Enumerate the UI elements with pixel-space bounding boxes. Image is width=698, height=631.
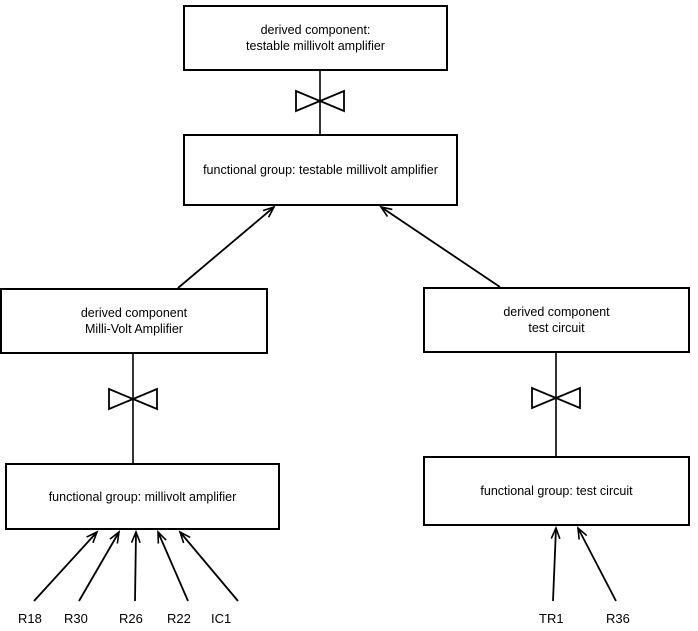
arrow-arrow-r30 (78, 532, 119, 602)
arrow-arrow-r22 (158, 532, 189, 602)
arrow-arrow-ic1 (180, 532, 239, 602)
node-box-derived-test-circuit[interactable]: derived component test circuit (423, 287, 690, 353)
node-label-fg-millivolt-amplifier: functional group: millivolt amplifier (48, 489, 237, 504)
arrow-arrow-r36 (578, 528, 617, 602)
node-box-derived-testable-millivolt-amplifier[interactable]: derived component: testable millivolt am… (183, 5, 448, 71)
leaf-label-leaf-ic1: IC1 (211, 611, 232, 626)
leaf-label-leaf-r18: R18 (18, 611, 42, 626)
leaf-label-leaf-r22: R22 (167, 611, 191, 626)
arrow-arrow-mva-to-fg-testable (177, 207, 274, 289)
node-box-fg-test-circuit[interactable]: functional group: test circuit (423, 456, 690, 526)
leaf-label-leaf-r26: R26 (119, 611, 143, 626)
arrow-arrow-tr1 (553, 528, 556, 602)
inheritance-arrows (33, 207, 617, 602)
leaf-label-leaf-r36: R36 (606, 611, 630, 626)
node-label-fg-test-circuit: functional group: test circuit (480, 484, 633, 498)
leaf-label-leaf-tr1: TR1 (539, 611, 564, 626)
connector-conn-left-bowtie (108, 354, 158, 463)
bowtie-icon (295, 89, 345, 113)
arrow-arrow-r26 (135, 532, 136, 602)
node-box-derived-milli-volt-amplifier[interactable]: derived component Milli-Volt Amplifier (0, 288, 268, 354)
bowtie-connectors (108, 71, 581, 463)
bowtie-icon (531, 386, 581, 410)
leaf-label-leaf-r30: R30 (64, 611, 88, 626)
connector-conn-top-bowtie (295, 71, 345, 134)
node-box-fg-millivolt-amplifier[interactable]: functional group: millivolt amplifier (5, 463, 280, 530)
node-label-fg-testable-millivolt-amplifier: functional group: testable millivolt amp… (203, 163, 438, 177)
arrow-arrow-r18 (33, 532, 97, 602)
node-label-derived-test-circuit: derived component test circuit (503, 305, 610, 335)
node-box-fg-testable-millivolt-amplifier[interactable]: functional group: testable millivolt amp… (183, 134, 458, 206)
arrow-arrow-testcircuit-to-fg-testable (381, 207, 501, 288)
bowtie-icon (108, 387, 158, 411)
node-label-derived-testable-millivolt-amplifier: derived component: testable millivolt am… (246, 23, 385, 53)
connector-conn-right-bowtie (531, 353, 581, 456)
node-label-derived-milli-volt-amplifier: derived component Milli-Volt Amplifier (80, 306, 188, 336)
